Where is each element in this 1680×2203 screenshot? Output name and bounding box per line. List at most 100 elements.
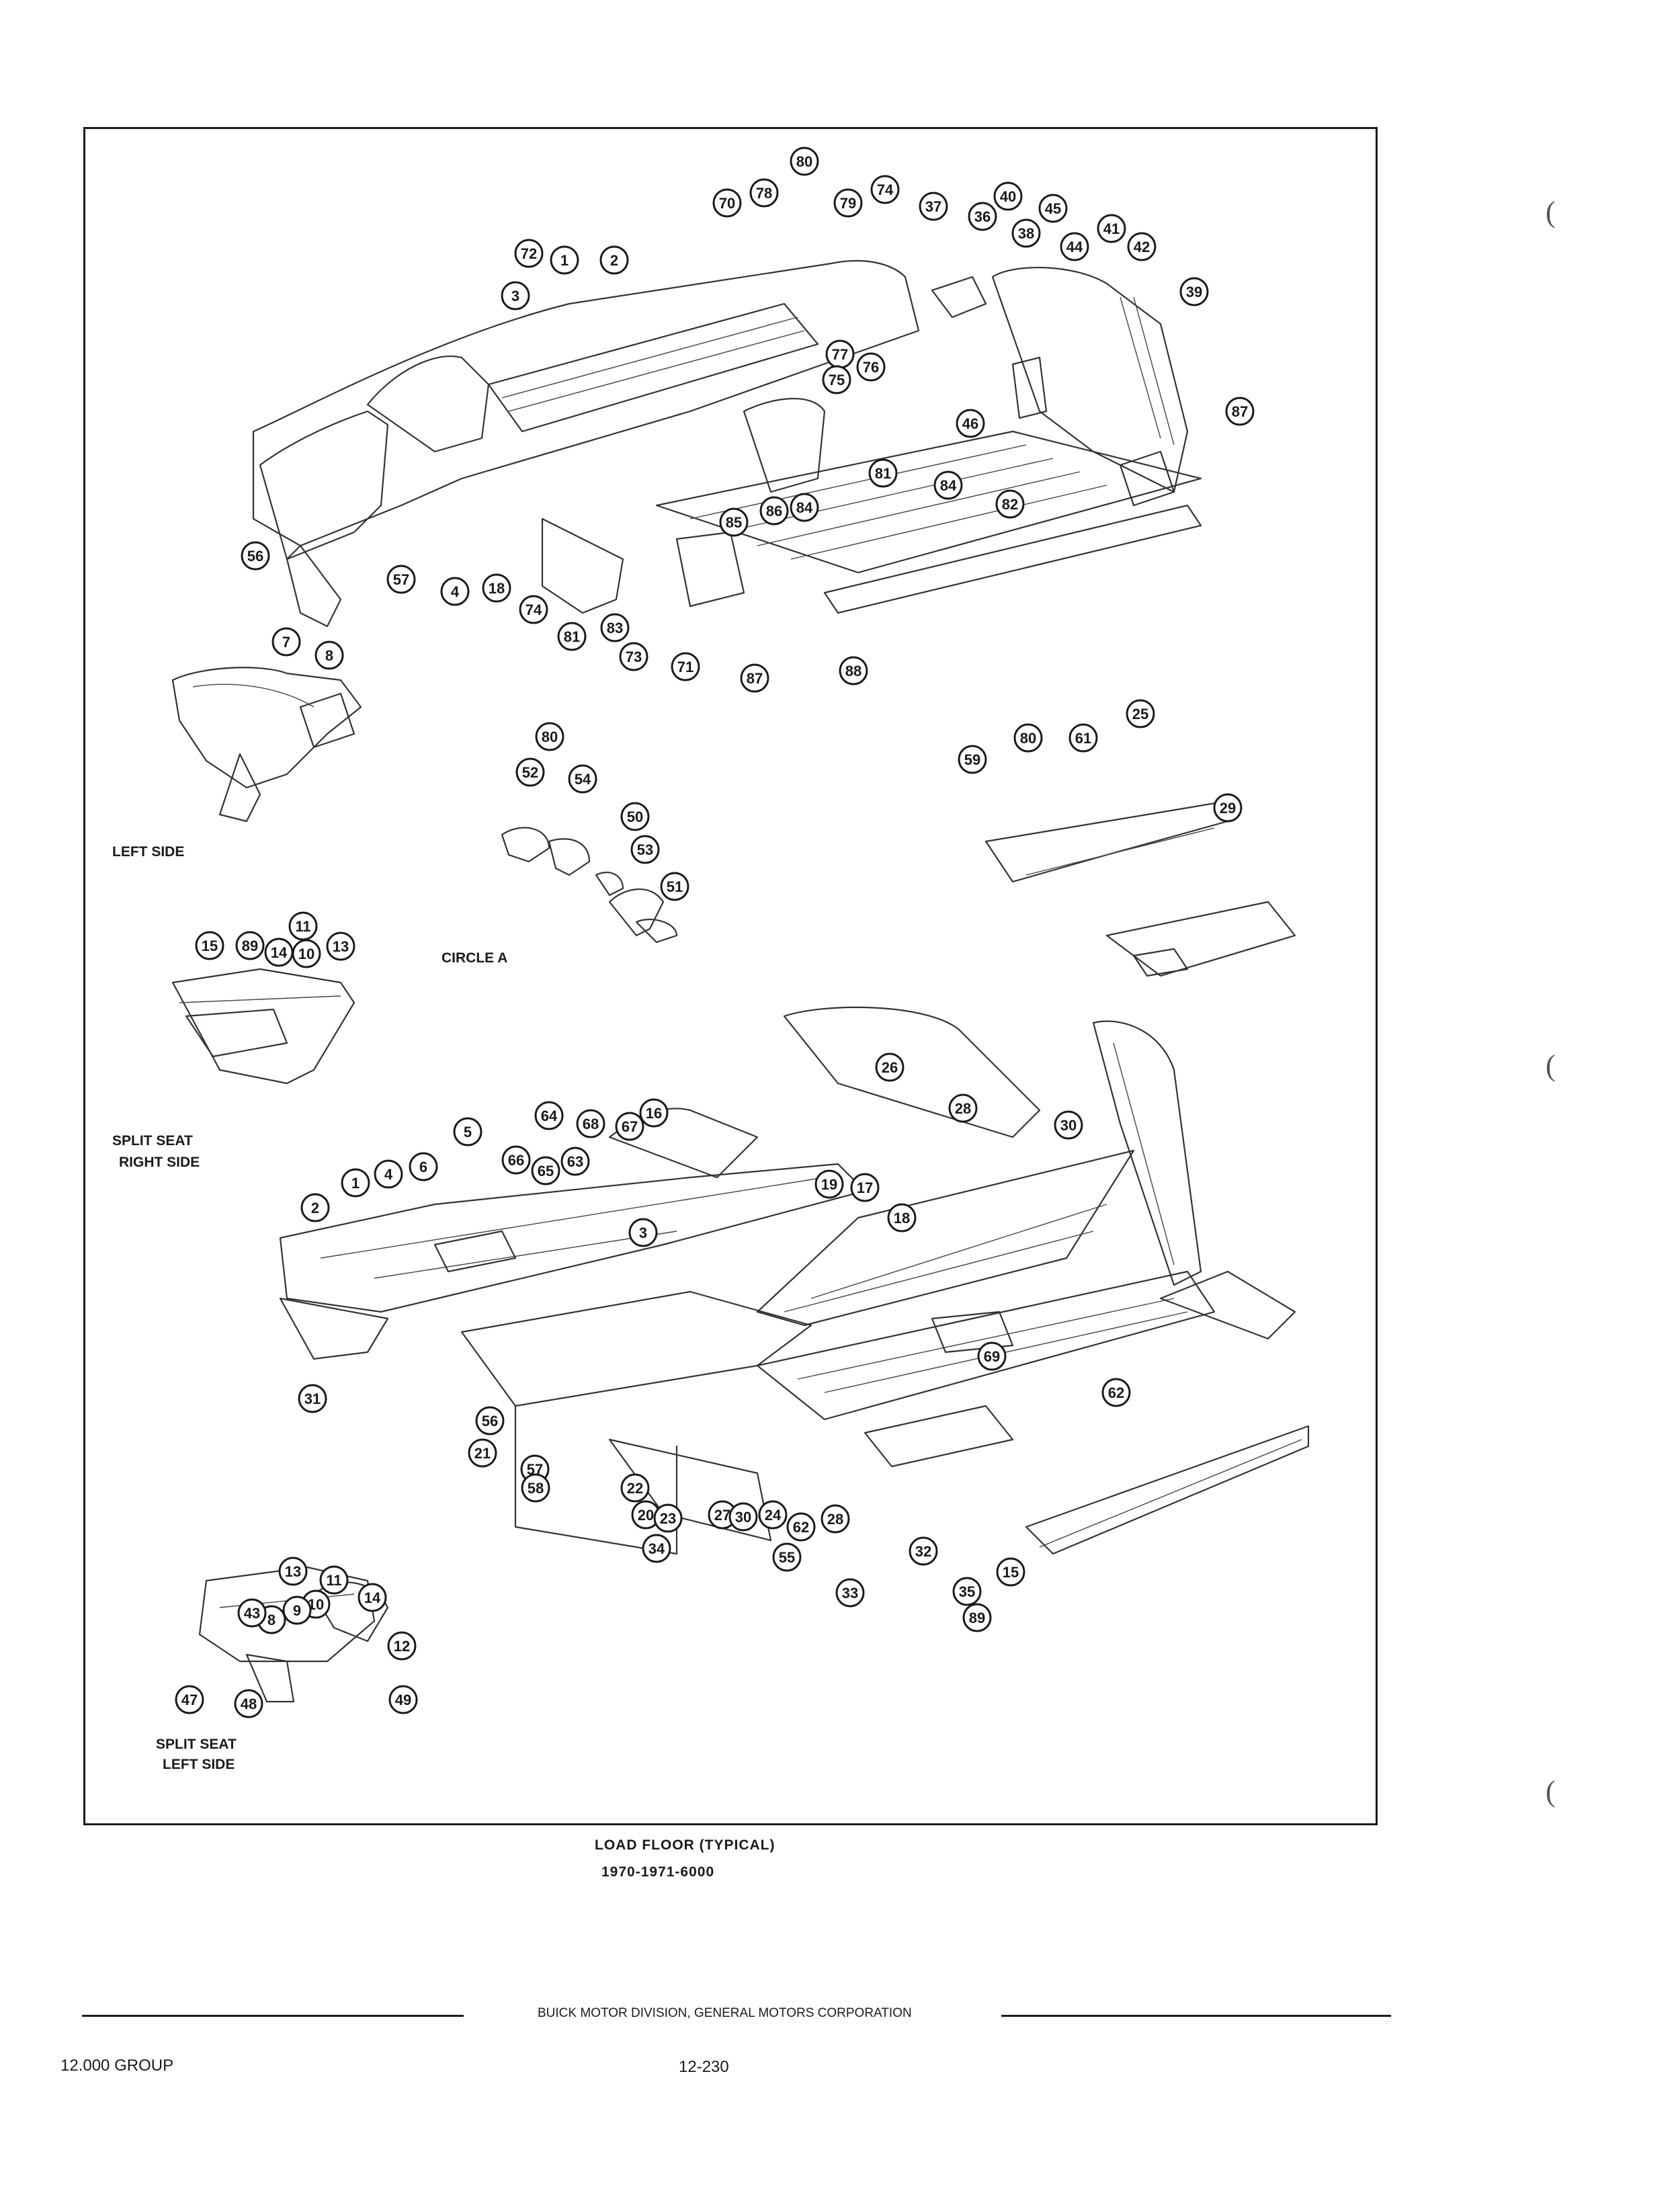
callout-circle	[790, 147, 819, 176]
callout-circle	[298, 1384, 327, 1413]
callout-number: 13	[333, 938, 349, 955]
callout-circle	[550, 245, 579, 275]
callout-35: 35	[952, 1577, 982, 1606]
callout-71: 71	[671, 652, 700, 681]
callout-circle	[948, 1093, 978, 1123]
callout-circle	[814, 1169, 844, 1199]
callout-81: 81	[868, 458, 898, 488]
callout-circle	[358, 1583, 387, 1612]
callout-number: 66	[508, 1152, 524, 1169]
callout-circle	[388, 1685, 418, 1714]
callout-16: 16	[639, 1098, 669, 1128]
callout-circle	[995, 489, 1025, 519]
callout-number: 89	[969, 1610, 985, 1626]
callout-number: 2	[610, 252, 618, 269]
callout-number: 81	[875, 465, 891, 482]
callout-28: 28	[821, 1504, 850, 1534]
callout-circle	[386, 565, 416, 594]
callout-circle	[515, 757, 545, 787]
callout-55: 55	[772, 1542, 802, 1572]
callout-circle	[642, 1534, 671, 1563]
caption-title: LOAD FLOOR (TYPICAL)	[595, 1837, 775, 1853]
label-split-seat-right-1: SPLIT SEAT	[112, 1133, 193, 1149]
callout-circle	[314, 640, 344, 670]
label-split-seat-right-2: RIGHT SIDE	[119, 1155, 200, 1170]
callout-circle	[453, 1117, 482, 1147]
callout-circle	[501, 281, 530, 310]
callout-number: 74	[877, 181, 894, 198]
callout-34: 34	[642, 1534, 671, 1563]
upper-right-detail	[984, 800, 1296, 977]
callout-81: 81	[557, 622, 587, 651]
callout-44: 44	[1060, 232, 1089, 261]
callout-58: 58	[521, 1473, 550, 1503]
callout-number: 77	[832, 346, 848, 363]
callout-circle	[501, 1145, 531, 1175]
callout-number: 49	[395, 1692, 411, 1708]
callout-circle	[482, 573, 511, 603]
callout-circle	[326, 931, 355, 961]
callout-number: 59	[964, 751, 980, 768]
callout-52: 52	[515, 757, 545, 787]
callout-circle	[740, 663, 769, 693]
callout-number: 32	[915, 1543, 931, 1560]
callout-88: 88	[839, 656, 868, 685]
callout-40: 40	[993, 181, 1023, 211]
callout-circle	[282, 1595, 312, 1625]
callout-circle	[568, 764, 597, 794]
callout-number: 12	[394, 1638, 410, 1655]
callout-85: 85	[719, 507, 749, 537]
callout-29: 29	[1213, 793, 1243, 823]
callout-number: 24	[765, 1507, 782, 1524]
callout-65: 65	[531, 1156, 560, 1186]
callout-80: 80	[1013, 723, 1043, 753]
callout-circle	[475, 1406, 505, 1436]
callout-70: 70	[712, 188, 742, 218]
callout-61: 61	[1068, 723, 1098, 753]
callout-number: 58	[528, 1480, 544, 1497]
label-split-seat-left-1: SPLIT SEAT	[156, 1737, 237, 1752]
callout-13: 13	[326, 931, 355, 961]
footer-page-number: 12-230	[679, 2058, 729, 2076]
callout-number: 87	[1232, 403, 1248, 420]
callout-circle	[175, 1685, 204, 1714]
callout-circle	[576, 1109, 605, 1138]
callout-circle	[271, 627, 301, 657]
callout-8: 8	[314, 640, 344, 670]
callout-circle	[719, 507, 749, 537]
callout-number: 42	[1134, 239, 1150, 255]
callout-circle	[772, 1542, 802, 1572]
callout-number: 20	[638, 1507, 654, 1524]
callout-number: 4	[451, 583, 460, 600]
callout-circle	[519, 595, 548, 624]
callout-number: 89	[242, 938, 258, 954]
callout-circle	[962, 1603, 992, 1632]
callout-number: 50	[627, 808, 643, 825]
callout-circle	[1060, 232, 1089, 261]
footer-group: 12.000 GROUP	[60, 2056, 174, 2075]
callout-circle	[1013, 723, 1043, 753]
callout-number: 53	[637, 841, 653, 858]
callout-circle	[749, 178, 779, 208]
callout-84: 84	[933, 470, 963, 500]
callout-number: 52	[522, 764, 538, 781]
callout-circle	[870, 175, 900, 204]
callout-73: 73	[619, 642, 648, 671]
callout-circle	[856, 352, 886, 382]
callout-number: 74	[526, 601, 542, 618]
callout-number: 64	[541, 1108, 558, 1124]
callout-circle	[868, 458, 898, 488]
callout-63: 63	[560, 1147, 590, 1176]
callout-number: 11	[295, 918, 310, 935]
callout-3: 3	[628, 1218, 658, 1247]
callout-number: 33	[842, 1585, 858, 1602]
callout-number: 16	[646, 1105, 662, 1122]
callout-number: 72	[521, 245, 537, 262]
callout-number: 46	[962, 415, 978, 432]
callout-circle	[534, 1101, 564, 1130]
callout-number: 22	[627, 1480, 643, 1497]
callout-circle	[909, 1536, 938, 1566]
callout-circle	[514, 239, 544, 268]
callout-number: 40	[1000, 188, 1016, 205]
callout-number: 4	[384, 1166, 393, 1183]
